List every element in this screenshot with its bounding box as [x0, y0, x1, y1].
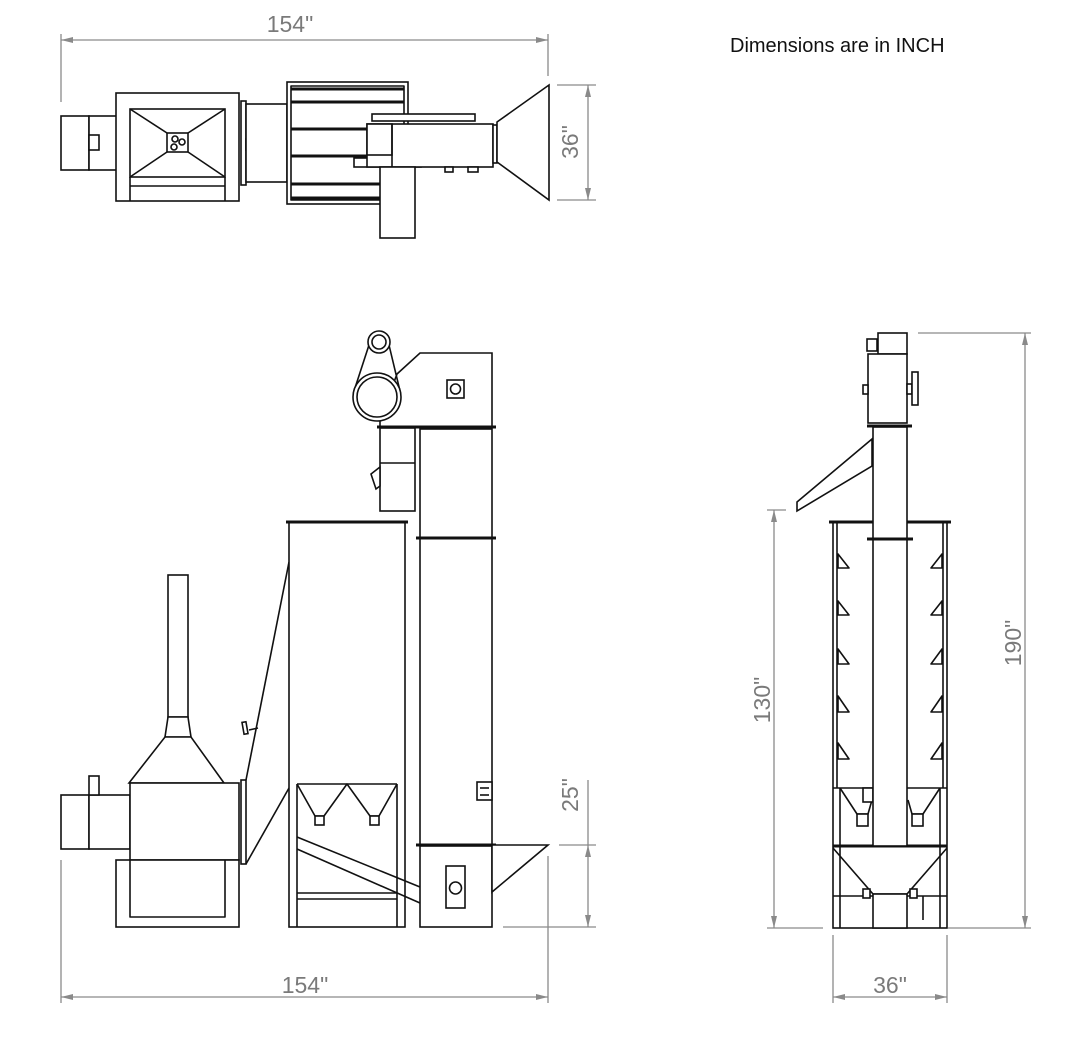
burner-motor-side	[60, 775, 131, 850]
chimney	[127, 574, 226, 784]
boot-height-label: 25"	[557, 778, 583, 812]
boot-bearing	[445, 865, 466, 909]
top-width-label: 36"	[557, 125, 583, 159]
discharge-spout	[796, 437, 873, 513]
intake-hopper	[491, 844, 551, 894]
total-height-dimension: 190"	[918, 332, 1031, 929]
elevator-column-end	[867, 426, 913, 847]
duct-top	[240, 100, 288, 186]
side-view: 25" 154"	[60, 330, 596, 1003]
top-length-dimension: 154"	[60, 11, 549, 102]
bin-height-label: 130"	[749, 677, 775, 724]
air-ducts-left	[837, 553, 850, 760]
top-view: 154" 36"	[60, 11, 596, 239]
bucket-elevator-side	[352, 330, 551, 928]
end-width-label: 36"	[873, 972, 907, 998]
furnace-side	[115, 779, 247, 928]
end-view: 130" 190" 36"	[749, 332, 1031, 1003]
total-height-label: 190"	[1000, 620, 1026, 667]
discharge-cone-top	[496, 83, 550, 202]
air-ducts-right	[930, 553, 943, 760]
head-pulley	[352, 330, 402, 422]
side-length-dimension: 154"	[60, 856, 549, 1003]
side-length-label: 154"	[282, 972, 329, 998]
top-width-dimension: 36"	[557, 84, 596, 201]
units-note: Dimensions are in INCH	[730, 35, 945, 57]
bin-height-dimension: 130"	[749, 509, 823, 929]
head-bearing	[446, 379, 465, 399]
end-width-dimension: 36"	[832, 935, 948, 1003]
dryer-bin-side	[286, 520, 421, 928]
boot-height-dimension: 25"	[503, 778, 596, 928]
top-length-label: 154"	[267, 11, 314, 37]
furnace-top	[115, 92, 240, 202]
elevator-top	[353, 83, 550, 239]
hot-air-duct	[241, 561, 290, 865]
head-end	[862, 332, 919, 428]
